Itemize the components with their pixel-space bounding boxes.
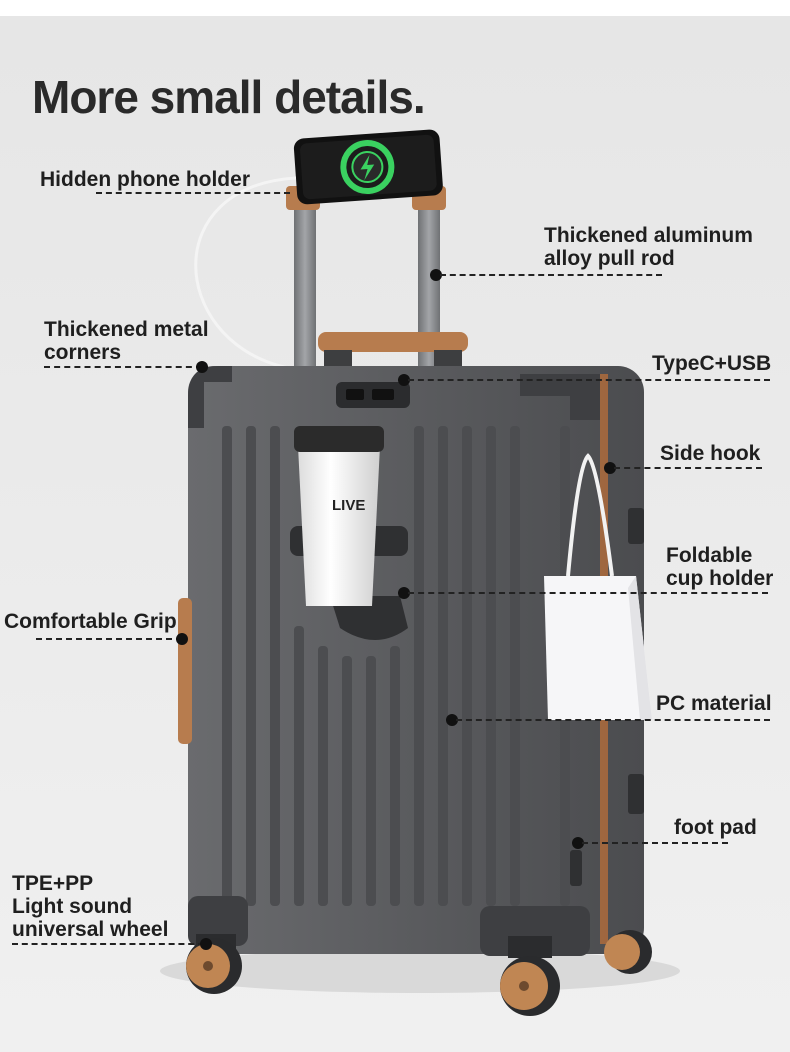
label-wheel-line3: universal wheel (12, 918, 169, 941)
cup-text: LIVE (332, 497, 365, 514)
dot-cup-holder (398, 587, 410, 599)
label-cup-holder-line2: cup holder (666, 567, 774, 590)
dot-pull-rod (430, 269, 442, 281)
leader-pull-rod (440, 274, 662, 276)
wheel-front-right (500, 936, 560, 1016)
product-detail-panel: LIVE More small details. Hidd (0, 16, 790, 1052)
leader-grip (36, 638, 182, 640)
label-pull-rod-line2: alloy pull rod (544, 247, 675, 270)
label-typec-usb: TypeC+USB (652, 352, 772, 375)
wheel-rear-right (604, 930, 652, 974)
label-pull-rod-line1: Thickened aluminum (544, 224, 753, 247)
dot-typec-usb (398, 374, 410, 386)
dot-metal-corners (196, 361, 208, 373)
label-wheel: TPE+PP Light sound universal wheel (12, 872, 168, 941)
dot-foot-pad (572, 837, 584, 849)
leader-phone-holder (96, 192, 290, 194)
dot-side-hook (604, 462, 616, 474)
label-pc-material: PC material (656, 692, 772, 715)
label-cup-holder-line1: Foldable (666, 544, 753, 567)
leader-metal-corners (44, 366, 202, 368)
corner-bottom-right (480, 906, 590, 956)
phone-graphic (293, 129, 443, 205)
leader-typec-usb (408, 379, 770, 381)
label-metal-corners: Thickened metal corners (44, 318, 209, 364)
top-handle (318, 332, 468, 352)
label-wheel-line2: Light sound (12, 895, 133, 918)
shopping-bag (544, 576, 652, 720)
leader-side-hook (614, 467, 762, 469)
corner-bottom-left (188, 896, 248, 946)
corner-top-left (188, 366, 232, 428)
leader-cup-holder (408, 592, 768, 594)
label-side-hook: Side hook (660, 442, 761, 465)
bag-handle (566, 453, 614, 577)
leader-foot-pad (582, 842, 728, 844)
side-grip (178, 598, 192, 744)
dot-wheel (200, 938, 212, 950)
dot-grip (176, 633, 188, 645)
side-hook (628, 508, 644, 544)
label-phone-holder: Hidden phone holder (40, 168, 250, 191)
page-title: More small details. (32, 71, 426, 123)
label-cup-holder: Foldable cup holder (666, 544, 773, 590)
label-pull-rod: Thickened aluminum alloy pull rod (544, 224, 753, 270)
label-metal-corners-line2: corners (44, 341, 122, 364)
shell-ribs (222, 426, 570, 906)
label-grip: Comfortable Grip (4, 610, 177, 633)
label-metal-corners-line1: Thickened metal (44, 318, 209, 341)
label-wheel-line1: TPE+PP (12, 872, 94, 895)
leader-wheel (12, 943, 204, 945)
corner-top-right (520, 374, 600, 420)
side-foot-latch (628, 774, 644, 814)
suitcase-illustration: LIVE (160, 129, 680, 1016)
dot-pc-material (446, 714, 458, 726)
cup-lid (294, 426, 384, 452)
label-foot-pad: foot pad (674, 816, 757, 839)
pull-rod-left (294, 206, 316, 396)
leader-pc-material (456, 719, 770, 721)
